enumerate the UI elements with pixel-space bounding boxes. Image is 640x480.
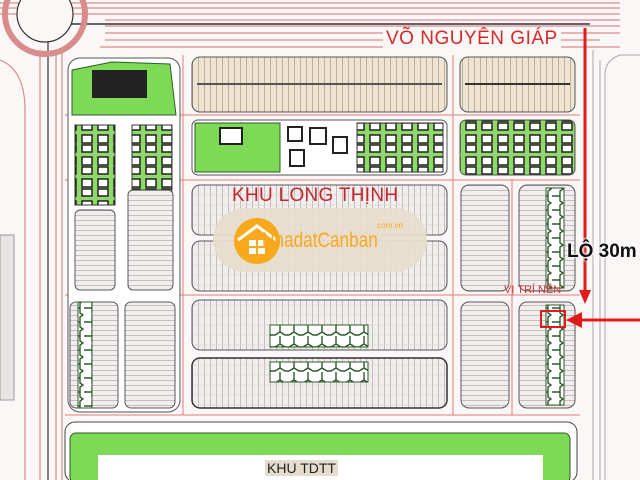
selected-plot [540,310,566,328]
highway-band [0,2,620,48]
villa-lots [356,122,444,173]
house-logo-icon [234,218,280,264]
block-row4-c [460,301,510,409]
sport-zone-label: KHU TDTT [265,460,338,476]
road-width-label: LỘ 30m [567,241,637,262]
block-row3-c [460,184,510,292]
arrow-down-icon [579,290,591,304]
villa-lots [459,119,576,176]
block-row4-b [191,357,448,409]
zone-name-label: KHU LONG THỊNH [232,185,399,206]
road-name-label: VÕ NGUYÊN GIÁP [383,28,561,50]
building-complex [92,70,147,98]
left-block [0,234,15,401]
left-roads [0,50,63,480]
watermark-domain: .com.vn [375,221,404,230]
watermark-brand: NhadatCanban [262,229,378,252]
plot-location-label: VỊ TRÍ NỀN [504,284,562,296]
villa-lots [74,124,116,206]
roundabout [2,0,88,57]
arrow-left-icon [566,312,582,328]
east-roads [592,50,640,480]
